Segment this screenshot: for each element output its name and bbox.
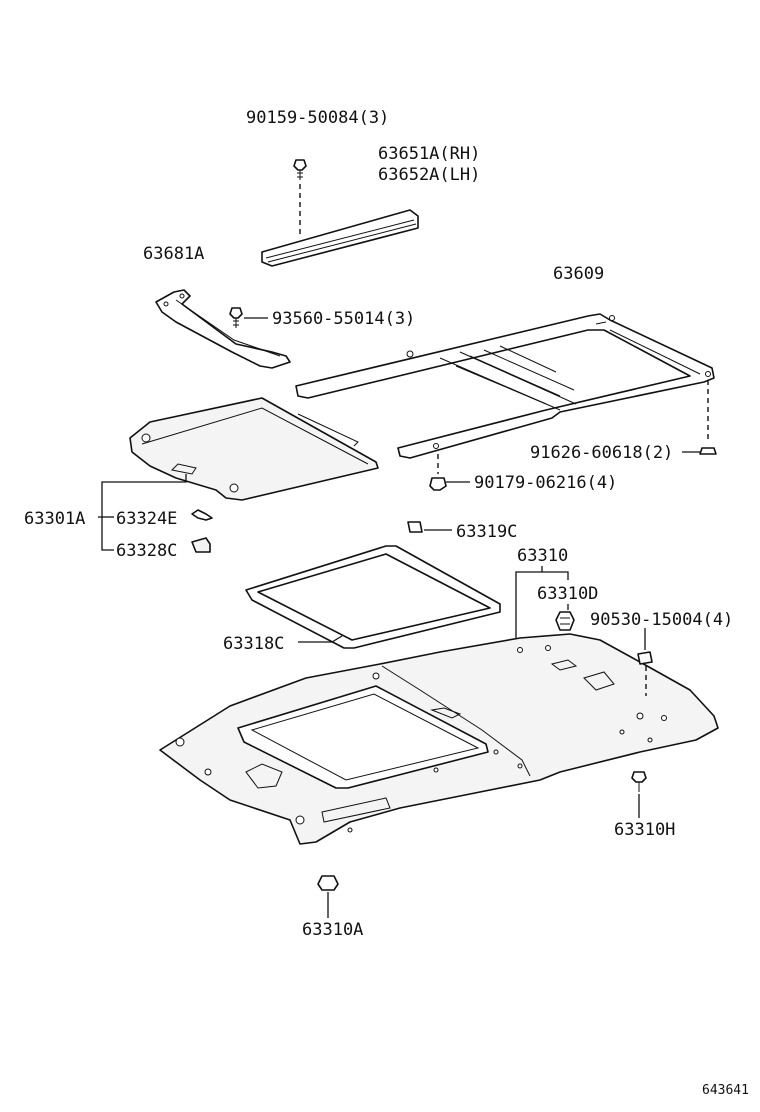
label-90159: 90159-50084(3) — [246, 108, 389, 128]
label-63319c: 63319C — [456, 522, 517, 542]
label-63301a: 63301A — [24, 509, 85, 529]
leader-63318c — [298, 635, 343, 643]
label-63310a: 63310A — [302, 920, 363, 940]
sunroof-frame-63609 — [295, 313, 715, 459]
sunroof-guide-63681a — [155, 289, 291, 369]
nut-90179-icon — [429, 477, 447, 491]
headliner-63310 — [159, 633, 719, 845]
label-63310: 63310 — [517, 546, 568, 566]
label-63310h: 63310H — [614, 820, 675, 840]
part-63328c-icon — [191, 537, 211, 553]
clip-63310a-icon — [317, 875, 339, 891]
label-90530: 90530-15004(4) — [590, 610, 733, 630]
clip-90530-icon — [637, 651, 653, 665]
bolt-91626-icon — [699, 447, 717, 455]
part-63319c-icon — [407, 521, 423, 533]
clip-63310h-icon — [631, 771, 647, 792]
label-63609: 63609 — [553, 264, 604, 284]
bracket-63301a — [101, 474, 187, 551]
label-63652a: 63652A(LH) — [378, 165, 480, 185]
label-63318c: 63318C — [223, 634, 284, 654]
screw-93560-icon — [229, 307, 243, 328]
screw-90159-icon — [293, 159, 307, 180]
part-63324e-icon — [191, 509, 213, 521]
diagram-id: 643641 — [702, 1083, 749, 1098]
clip-63310d-icon — [555, 611, 575, 631]
label-63328c: 63328C — [116, 541, 177, 561]
label-93560: 93560-55014(3) — [272, 309, 415, 329]
label-63310d: 63310D — [537, 584, 598, 604]
weatherstrip-63318c — [245, 545, 501, 649]
sunroof-side-molding — [261, 209, 419, 267]
label-63324e: 63324E — [116, 509, 177, 529]
label-90179: 90179-06216(4) — [474, 473, 617, 493]
sunshade-63301a — [129, 397, 379, 501]
label-91626: 91626-60618(2) — [530, 443, 673, 463]
label-63681a: 63681A — [143, 244, 204, 264]
label-63651a: 63651A(RH) — [378, 144, 480, 164]
